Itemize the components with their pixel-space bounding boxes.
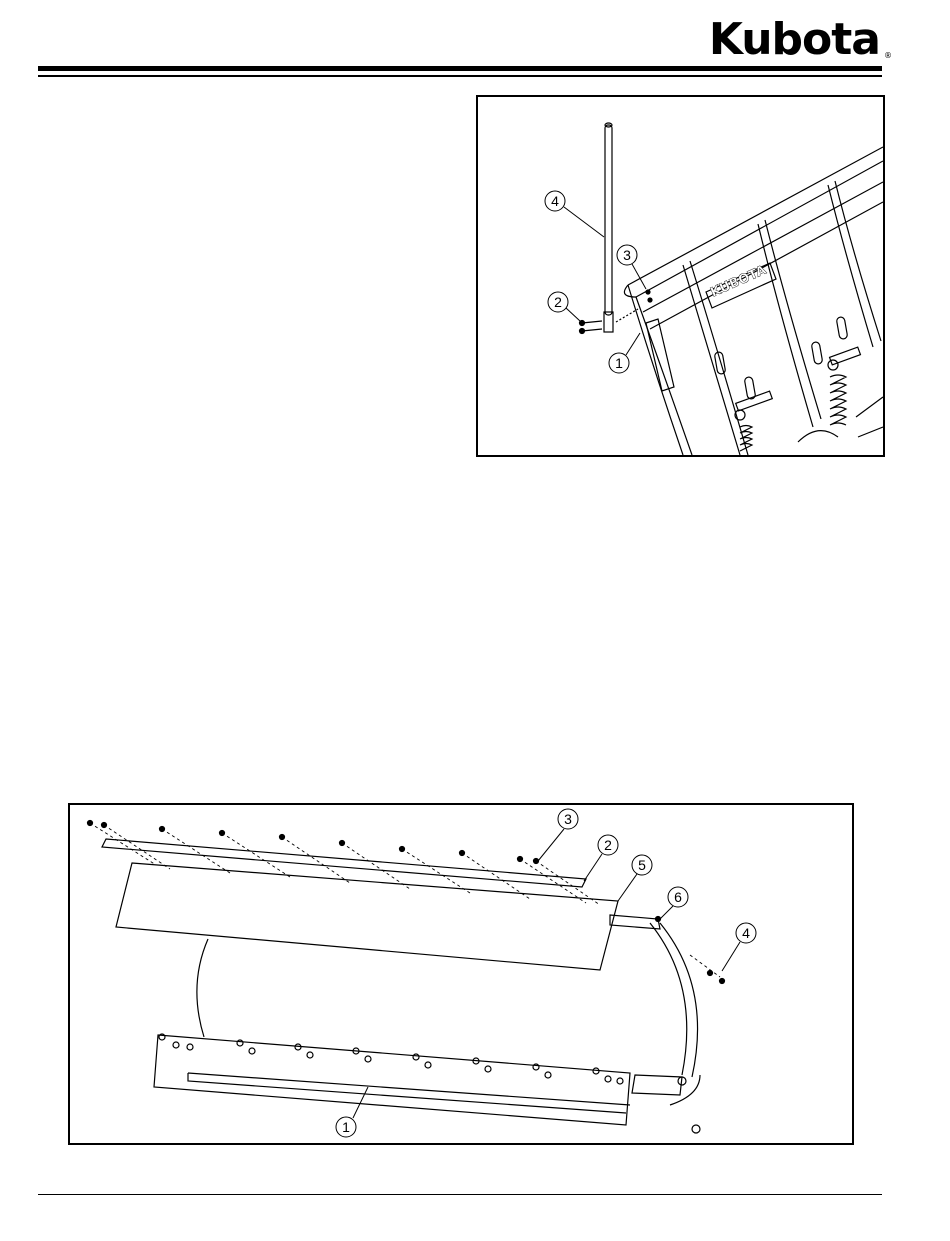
- registered-mark: ®: [884, 52, 892, 60]
- fig1-callout-4: 4: [551, 193, 559, 209]
- fig2-callout-5: 5: [638, 857, 646, 873]
- header-rule-thin: [38, 75, 882, 77]
- fig2-callout-4: 4: [742, 925, 750, 941]
- blade-stamp-text: KUBOTA: [708, 263, 768, 301]
- header-rule-thick: [38, 66, 882, 71]
- figure-deflector-exploded-view: 3 2 5 6 4 1: [68, 803, 854, 1145]
- fig2-callout-6: 6: [674, 889, 682, 905]
- fig2-callout-1: 1: [342, 1119, 350, 1135]
- figure2-drawing: 3 2 5 6 4 1: [70, 805, 852, 1143]
- fig2-callout-3: 3: [564, 811, 572, 827]
- brand-name: Kubota: [709, 14, 880, 65]
- figure1-drawing: KUBOTA 4 3 2 1: [478, 97, 883, 455]
- figure-end-marker-assembly: KUBOTA 4 3 2 1: [476, 95, 885, 457]
- footer-rule: [38, 1194, 882, 1195]
- fig2-callout-2: 2: [604, 837, 612, 853]
- kubota-logo: Kubota®: [709, 18, 880, 62]
- fig1-callout-2: 2: [554, 294, 562, 310]
- fig1-callout-1: 1: [615, 355, 623, 371]
- fig1-callout-3: 3: [623, 247, 631, 263]
